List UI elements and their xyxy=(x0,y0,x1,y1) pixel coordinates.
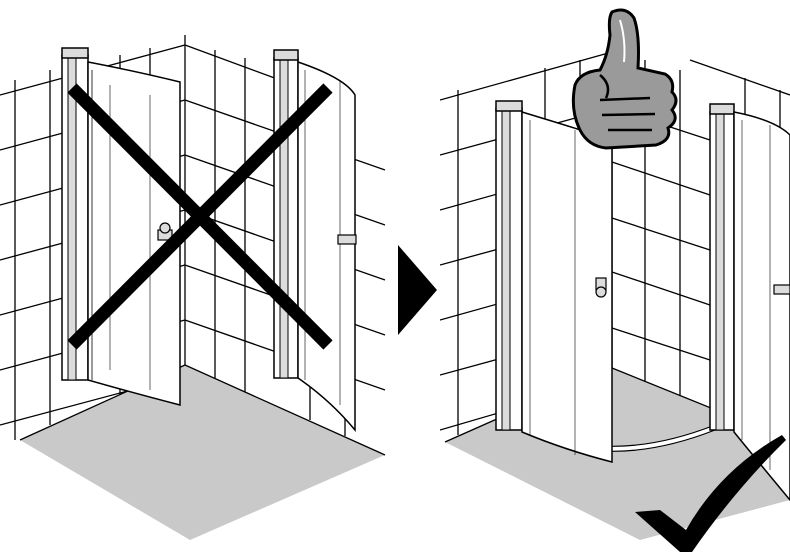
correct-installation-panel xyxy=(440,8,790,552)
checkmark-icon xyxy=(635,435,786,552)
door-handle-right xyxy=(337,234,357,245)
wall-profile-right xyxy=(709,103,735,431)
thumbs-up-icon xyxy=(571,8,678,150)
door-handle-left xyxy=(595,277,607,298)
arrow-right-icon xyxy=(398,245,437,335)
cross-mark-icon xyxy=(67,83,333,350)
curved-door-left xyxy=(521,110,613,463)
shower-floor xyxy=(20,365,385,540)
wall-profile-left xyxy=(495,100,523,431)
door-handle-left xyxy=(157,222,173,241)
door-handle-right xyxy=(773,284,790,295)
wall-profile-right xyxy=(273,49,299,379)
incorrect-installation-panel xyxy=(0,35,386,540)
